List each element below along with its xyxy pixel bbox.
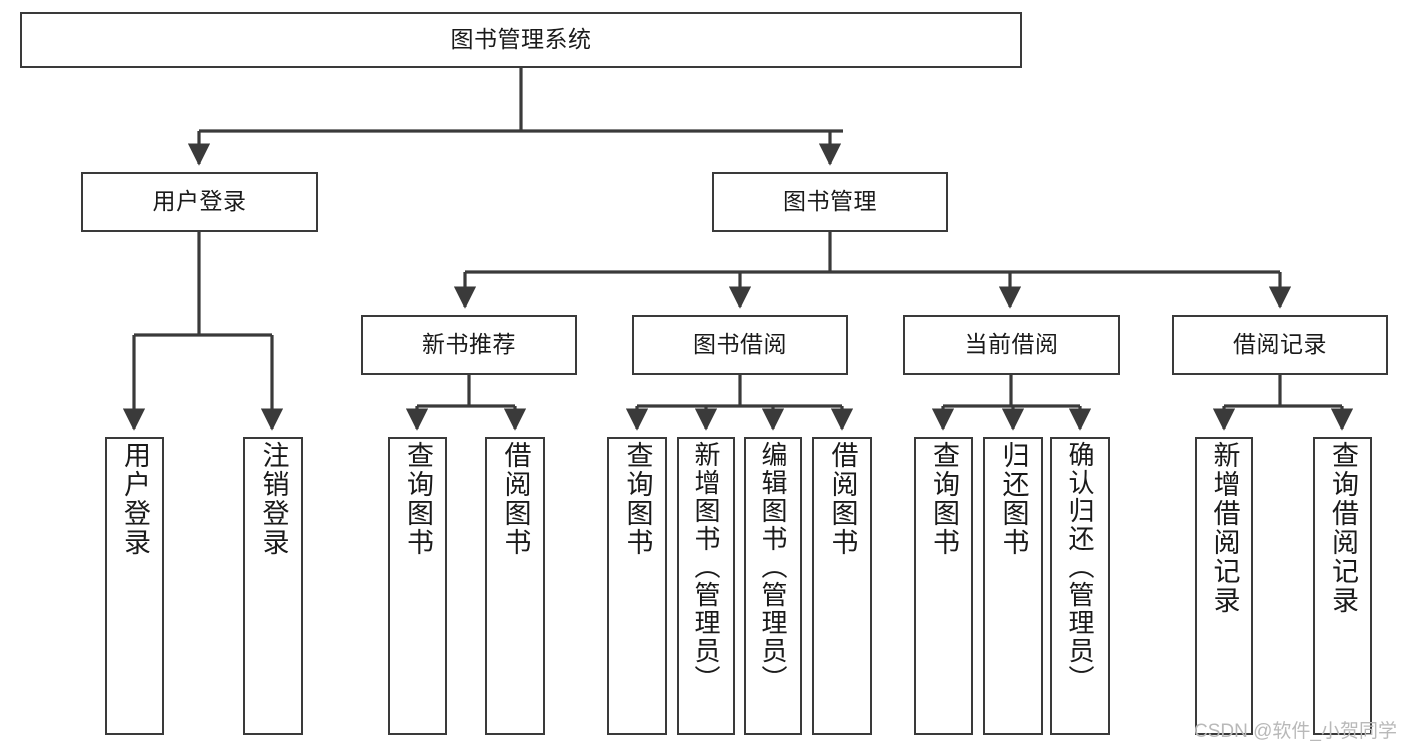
node-borrow-record-label: 借阅记录	[1233, 331, 1327, 358]
node-book-manage-label: 图书管理	[783, 188, 877, 215]
node-current-borrow-label: 当前借阅	[964, 331, 1059, 358]
node-leaf-query-borrow-record-label: 查询借阅记录	[1328, 441, 1358, 615]
node-borrow-record[interactable]: 借阅记录	[1172, 315, 1388, 375]
node-leaf-user-login[interactable]: 用户登录	[105, 437, 164, 735]
node-leaf-user-logout[interactable]: 注销登录	[243, 437, 303, 735]
node-user-login[interactable]: 用户登录	[81, 172, 318, 232]
node-root-label: 图书管理系统	[450, 26, 592, 53]
node-leaf-add-borrow-record[interactable]: 新增借阅记录	[1195, 437, 1253, 735]
node-book-manage[interactable]: 图书管理	[712, 172, 948, 232]
node-leaf-query-book-3-label: 查询图书	[929, 441, 959, 557]
node-leaf-borrow-book-1[interactable]: 借阅图书	[485, 437, 545, 735]
node-book-borrow-label: 图书借阅	[693, 331, 787, 358]
node-new-book-rec[interactable]: 新书推荐	[361, 315, 577, 375]
node-leaf-query-book-1[interactable]: 查询图书	[388, 437, 447, 735]
node-leaf-edit-book-label: 编辑图书（管理员）	[758, 441, 788, 693]
node-new-book-rec-label: 新书推荐	[422, 331, 516, 358]
node-leaf-query-book-2[interactable]: 查询图书	[607, 437, 667, 735]
node-leaf-query-book-2-label: 查询图书	[622, 441, 653, 557]
node-leaf-add-book[interactable]: 新增图书（管理员）	[677, 437, 735, 735]
node-leaf-query-book-3[interactable]: 查询图书	[914, 437, 973, 735]
node-leaf-add-book-label: 新增图书（管理员）	[691, 441, 721, 693]
node-leaf-borrow-book-1-label: 借阅图书	[500, 441, 531, 557]
node-leaf-user-logout-label: 注销登录	[258, 441, 289, 557]
node-leaf-confirm-return-label: 确认归还（管理员）	[1065, 441, 1095, 693]
node-leaf-edit-book[interactable]: 编辑图书（管理员）	[744, 437, 802, 735]
node-leaf-return-book-label: 归还图书	[998, 441, 1029, 557]
node-leaf-user-login-label: 用户登录	[120, 441, 150, 557]
node-user-login-label: 用户登录	[152, 188, 247, 215]
node-leaf-query-borrow-record[interactable]: 查询借阅记录	[1313, 437, 1372, 735]
node-root[interactable]: 图书管理系统	[20, 12, 1022, 68]
node-leaf-add-borrow-record-label: 新增借阅记录	[1209, 441, 1240, 615]
node-current-borrow[interactable]: 当前借阅	[903, 315, 1120, 375]
node-leaf-borrow-book-2-label: 借阅图书	[827, 441, 858, 557]
node-leaf-borrow-book-2[interactable]: 借阅图书	[812, 437, 872, 735]
node-leaf-return-book[interactable]: 归还图书	[983, 437, 1043, 735]
node-book-borrow[interactable]: 图书借阅	[632, 315, 848, 375]
node-leaf-confirm-return[interactable]: 确认归还（管理员）	[1050, 437, 1110, 735]
node-leaf-query-book-1-label: 查询图书	[403, 441, 433, 557]
